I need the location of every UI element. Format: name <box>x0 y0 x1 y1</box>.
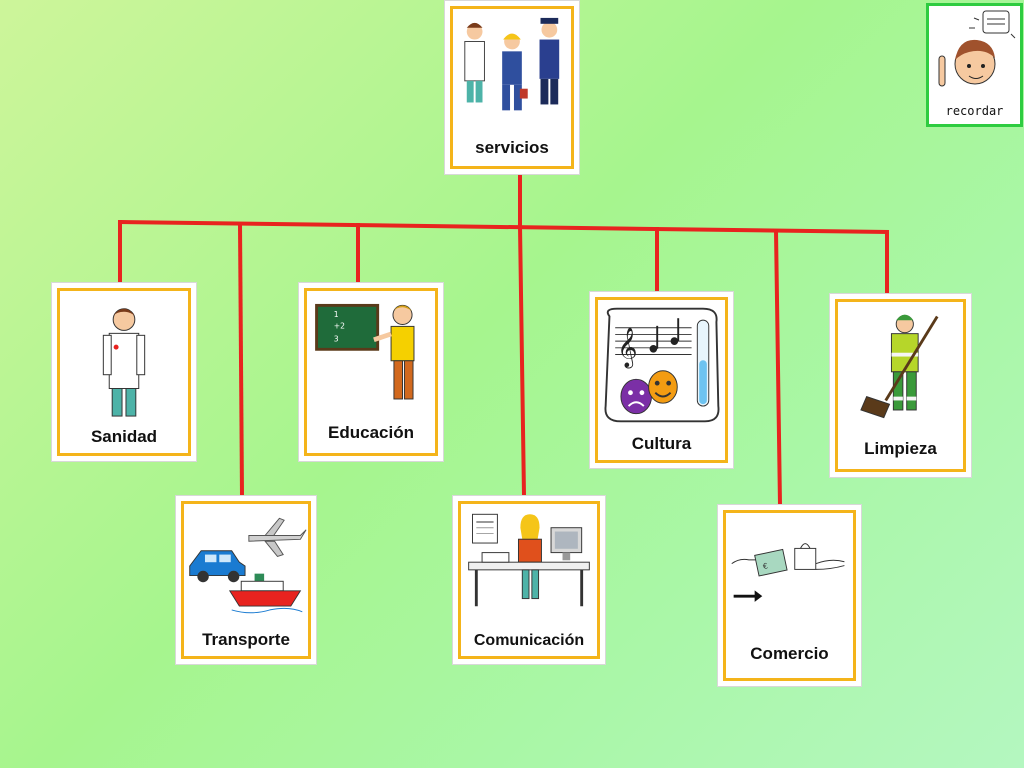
svg-text:1: 1 <box>334 310 339 319</box>
svg-text:+2: +2 <box>334 321 345 330</box>
limpieza-card[interactable]: Limpieza <box>829 293 972 478</box>
recordar-card[interactable]: recordar <box>926 3 1023 127</box>
educacion-card[interactable]: 1 +2 3 Educación <box>298 282 444 462</box>
transporte-card[interactable]: Transporte <box>175 495 317 665</box>
comunicacion-label: Comunicación <box>473 632 585 649</box>
commerce-icon: € <box>726 513 853 643</box>
teacher-icon: 1 +2 3 <box>307 291 435 421</box>
connector-comunicacion <box>517 223 527 499</box>
connector-bus <box>117 219 890 235</box>
connector-transporte <box>237 221 245 499</box>
comunicacion-card[interactable]: Comunicación <box>452 495 606 665</box>
cultura-card[interactable]: 𝄞 Cultura <box>589 291 734 469</box>
servicios-card[interactable]: servicios <box>444 0 580 175</box>
comercio-card[interactable]: € Comercio <box>717 504 862 687</box>
svg-text:3: 3 <box>334 335 339 344</box>
transport-icon <box>184 504 308 629</box>
limpieza-label: Limpieza <box>864 439 937 458</box>
sanidad-label: Sanidad <box>90 427 158 446</box>
transporte-label: Transporte <box>202 630 290 649</box>
servicios-label: servicios <box>475 138 549 157</box>
svg-text:€: € <box>762 561 769 571</box>
communication-icon <box>461 504 597 629</box>
cultura-label: Cultura <box>631 434 692 453</box>
remember-icon <box>929 6 1020 106</box>
comercio-label: Comercio <box>750 644 829 663</box>
street-cleaner-icon <box>838 302 963 434</box>
service-workers-icon <box>453 9 571 134</box>
doctor-icon <box>60 291 188 421</box>
connector-comercio <box>773 228 783 508</box>
culture-icon: 𝄞 <box>598 300 725 430</box>
recordar-label: recordar <box>945 104 1004 118</box>
sanidad-card[interactable]: Sanidad <box>51 282 197 462</box>
svg-text:𝄞: 𝄞 <box>617 327 637 368</box>
educacion-label: Educación <box>328 423 414 442</box>
